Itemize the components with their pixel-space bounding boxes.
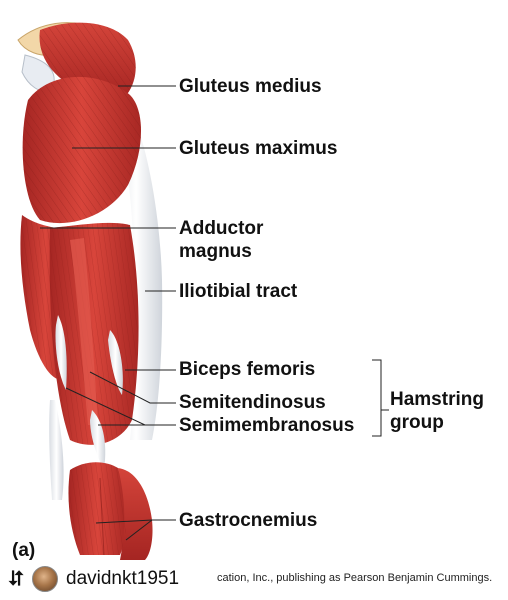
gluteus-maximus-shape (22, 76, 142, 224)
label-adductor-magnus-line1: Adductor (179, 218, 264, 239)
copyright-credit: cation, Inc., publishing as Pearson Benj… (217, 572, 493, 584)
repost-attribution[interactable]: ⮃ davidnkt1951 (8, 566, 179, 592)
label-gastrocnemius: Gastrocnemius (179, 510, 318, 531)
hamstring-muscles-shape (49, 222, 139, 470)
repost-icon[interactable]: ⮃ (8, 567, 24, 590)
leader-line-gastrocnemius-b (125, 519, 153, 541)
leader-lines (40, 85, 389, 541)
label-semimembranosus: Semimembranosus (179, 415, 355, 436)
medial-tendon-shape (49, 400, 64, 500)
label-iliotibial-tract: Iliotibial tract (179, 281, 298, 302)
label-gluteus-maximus: Gluteus maximus (179, 138, 338, 159)
leader-line-semitendinosus (89, 371, 176, 404)
label-gluteus-medius: Gluteus medius (179, 76, 322, 97)
figure-letter: (a) (12, 540, 36, 561)
label-hamstring-group-line1: Hamstring (390, 389, 484, 410)
username-link[interactable]: davidnkt1951 (66, 568, 180, 589)
label-biceps-femoris: Biceps femoris (179, 359, 316, 380)
label-semitendinosus: Semitendinosus (179, 392, 326, 413)
gastrocnemius-shape (68, 462, 153, 560)
label-hamstring-group-line2: group (390, 412, 444, 433)
hamstring-bracket (372, 359, 382, 437)
avatar[interactable] (32, 566, 58, 592)
label-adductor-magnus-line2: magnus (179, 241, 252, 262)
iliotibial-tract-shape (110, 95, 163, 440)
